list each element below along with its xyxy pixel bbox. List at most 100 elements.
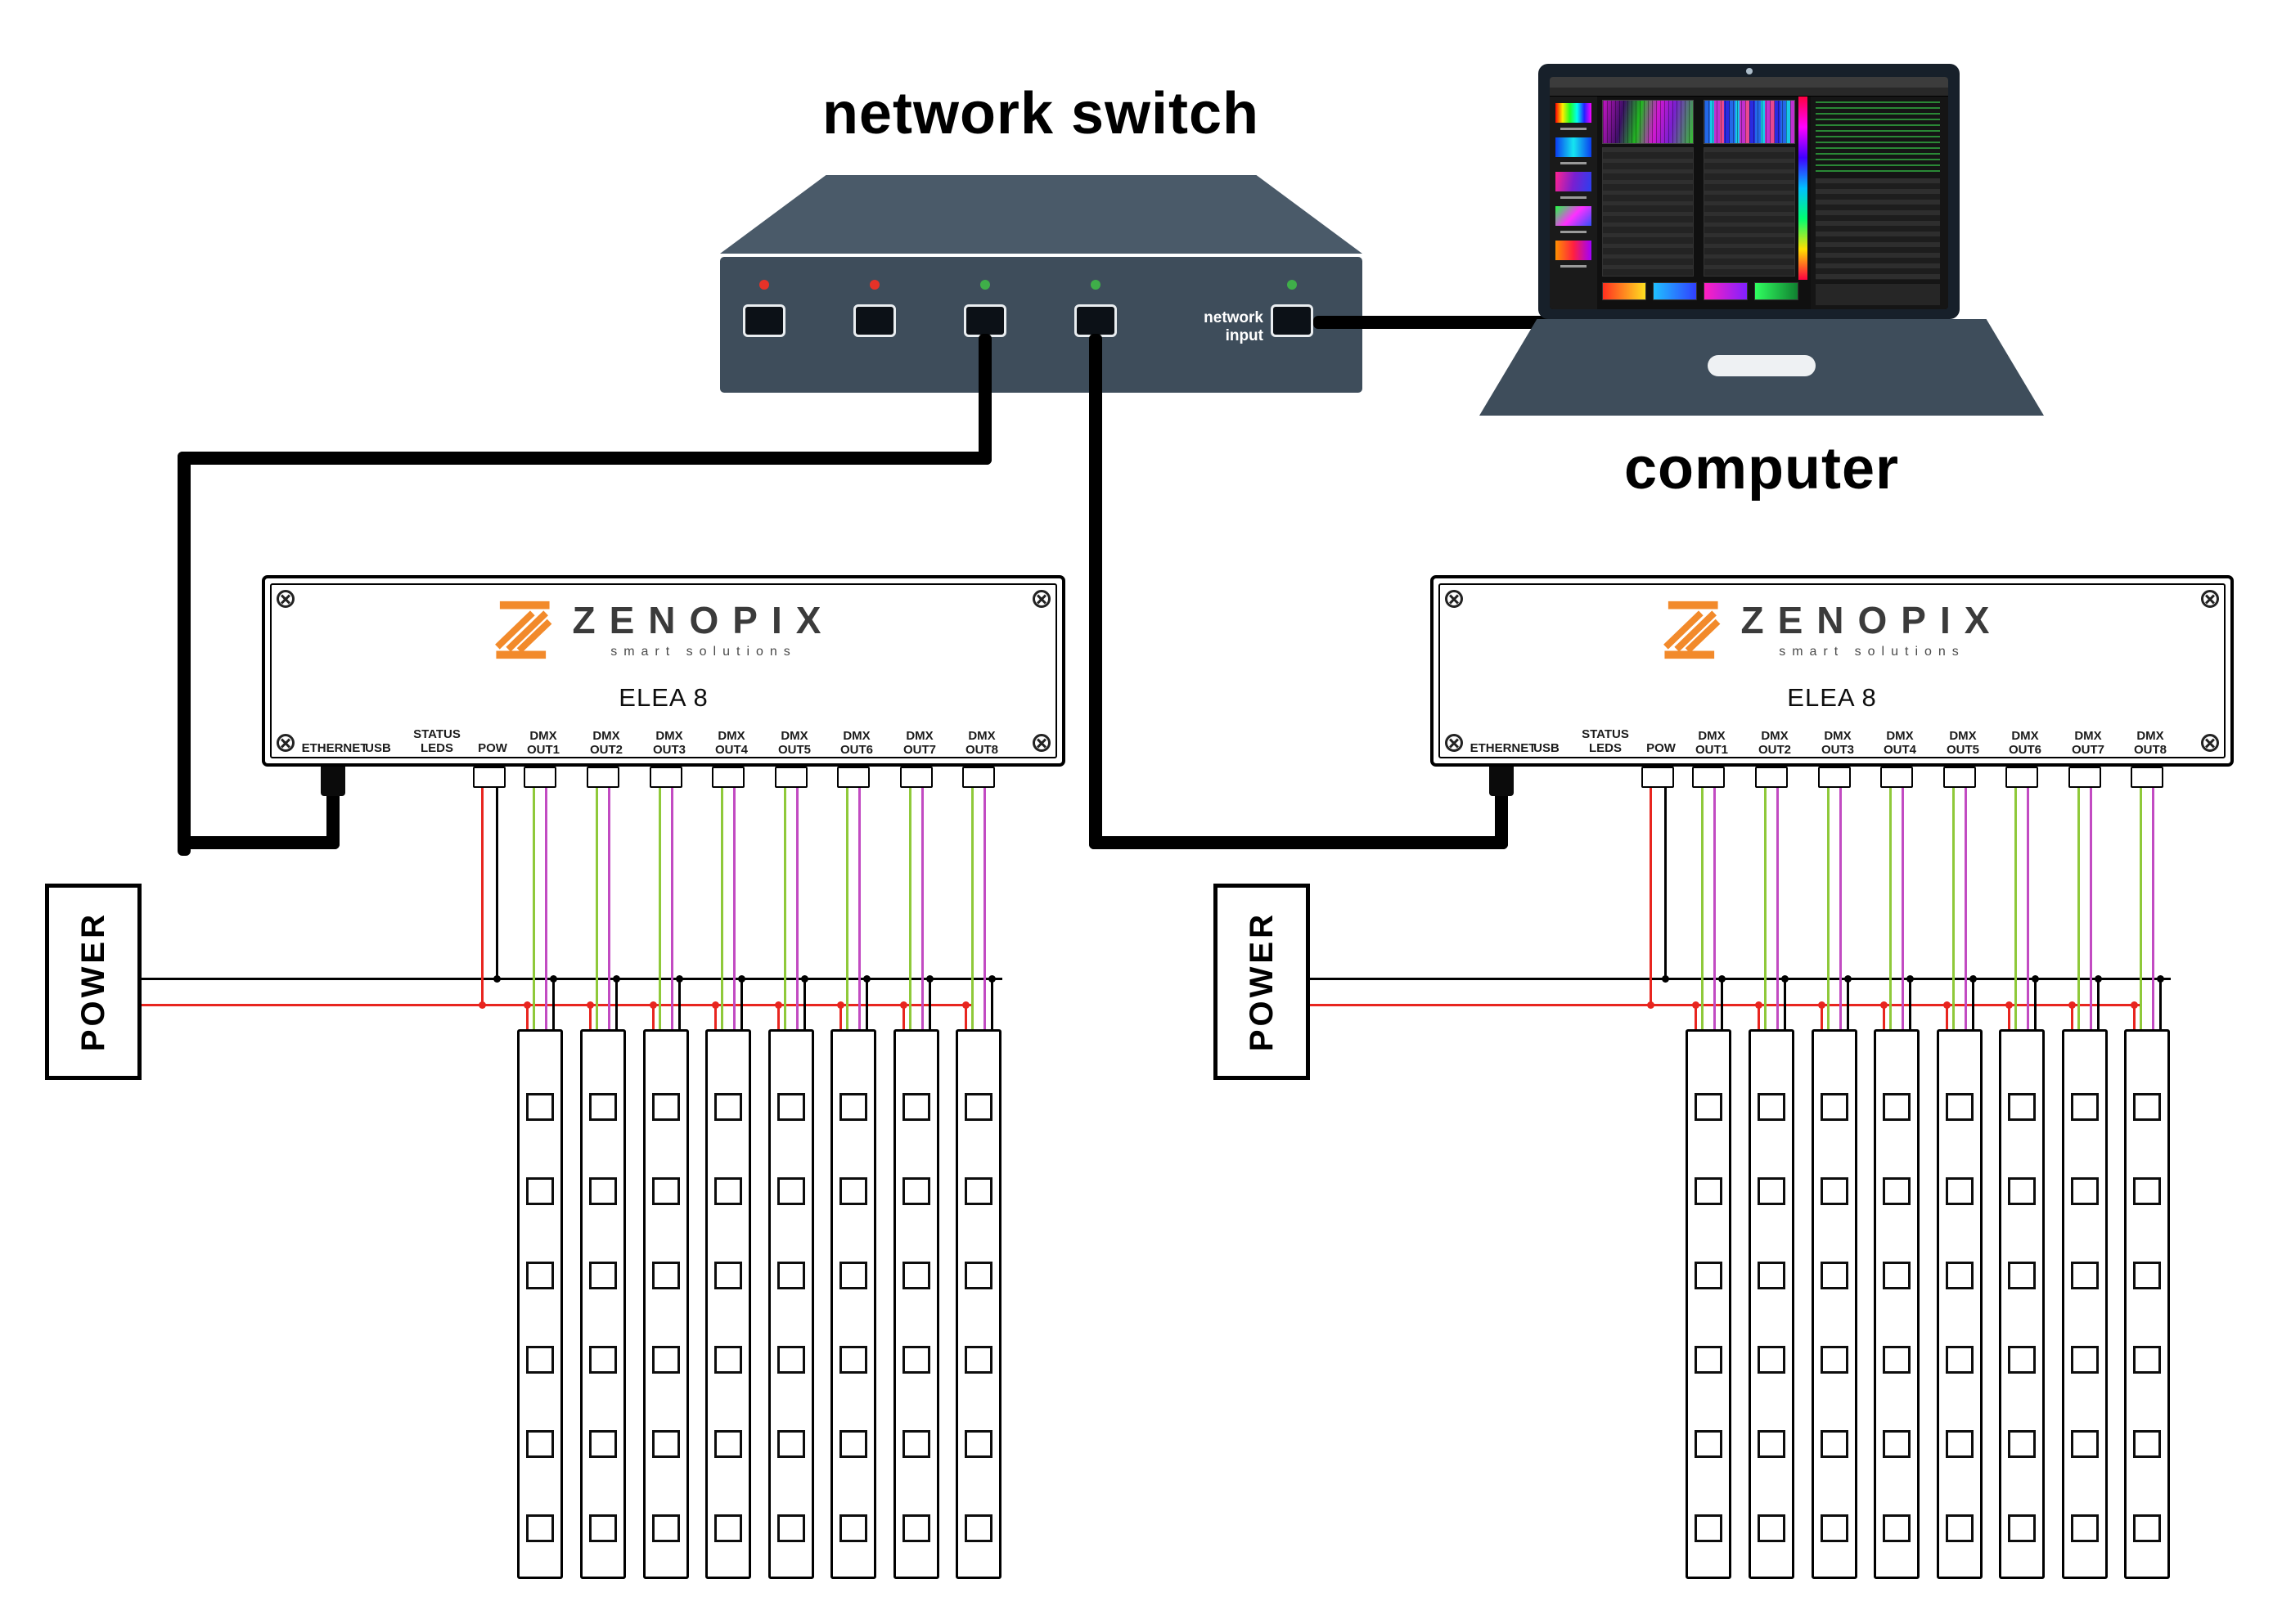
dmx-wire-green <box>784 788 786 1029</box>
dmx-wire-green <box>1701 788 1704 1029</box>
wire-junction-dot <box>479 1001 486 1009</box>
dmx-prefix: DMX <box>529 729 557 743</box>
elea8-controller: ZENOPIX smart solutions ELEA 8 ETHERNET … <box>1430 575 2234 767</box>
brand-name: ZENOPIX <box>572 598 835 641</box>
strip-power-red <box>1821 1004 1823 1029</box>
dmx-wire-magenta <box>921 788 924 1029</box>
screw <box>277 734 295 752</box>
switch-port-2 <box>853 304 896 337</box>
ethernet-cable-segment <box>1495 781 1508 849</box>
ethernet-cable-segment <box>1089 334 1102 849</box>
dmx-wire-magenta <box>733 788 736 1029</box>
strip-power-red <box>526 1004 529 1029</box>
dmx-prefix: DMX <box>2136 729 2164 743</box>
wire-junction-dot <box>2095 975 2102 983</box>
dmx-out-number: OUT5 <box>1946 742 1979 757</box>
dmx-out-number: OUT3 <box>652 742 686 757</box>
strip-power-red <box>1695 1004 1697 1029</box>
dmx-connector <box>650 767 682 788</box>
dmx-wire-magenta <box>1902 788 1904 1029</box>
wire-junction-dot <box>2157 975 2164 983</box>
port-label-pow: POW <box>1646 740 1676 755</box>
power-bus-red <box>1310 1004 2140 1006</box>
ethernet-cable-segment <box>178 452 992 465</box>
controller-group-2: POWER <box>1168 0 2291 1624</box>
strip-power-red <box>714 1004 717 1029</box>
dmx-out-number: OUT8 <box>965 742 998 757</box>
wire-junction-dot <box>1662 975 1669 983</box>
port-led-green <box>1287 280 1297 290</box>
strip-power-red <box>2008 1004 2010 1029</box>
led-strip <box>517 1029 563 1579</box>
ethernet-cable-to-computer <box>1313 316 1559 329</box>
brand-lockup: ZENOPIX smart solutions <box>1434 600 2230 660</box>
dmx-wire-green <box>1889 788 1892 1029</box>
led-strip <box>1749 1029 1794 1579</box>
dmx-wire-magenta <box>608 788 610 1029</box>
strip-power-black <box>740 978 743 1029</box>
led-strip <box>643 1029 689 1579</box>
port-label-status-leds: STATUS LEDS <box>1582 727 1629 755</box>
software-gradient-bar <box>1798 97 1807 280</box>
dmx-out-number: OUT1 <box>526 742 560 757</box>
ethernet-plug <box>1489 767 1514 796</box>
strip-power-red <box>1883 1004 1885 1029</box>
effect-thumbnail <box>1704 282 1748 300</box>
power-wire-red <box>1650 788 1652 1006</box>
port-label-ethernet: ETHERNET <box>301 740 368 755</box>
brand-texts: ZENOPIX smart solutions <box>1741 601 2004 659</box>
strip-power-black <box>2159 978 2162 1029</box>
screw <box>277 590 295 608</box>
power-bus-black <box>1310 978 2171 980</box>
strip-power-red <box>839 1004 842 1029</box>
dmx-connector <box>837 767 870 788</box>
wire-junction-dot <box>1692 1001 1699 1009</box>
strip-power-black <box>615 978 618 1029</box>
dmx-wire-green <box>596 788 598 1029</box>
effect-thumbnail <box>1555 172 1591 199</box>
software-control-panel <box>1704 147 1795 277</box>
strip-power-black <box>1847 978 1849 1029</box>
strip-power-red <box>2133 1004 2136 1029</box>
led-strip <box>893 1029 939 1579</box>
strip-power-red <box>965 1004 967 1029</box>
dmx-out-number: OUT6 <box>2008 742 2041 757</box>
led-strip <box>2124 1029 2170 1579</box>
dmx-connector <box>2131 767 2163 788</box>
dmx-prefix: DMX <box>655 729 683 743</box>
dmx-connector <box>2005 767 2038 788</box>
dmx-prefix: DMX <box>2011 729 2039 743</box>
dmx-prefix: DMX <box>843 729 871 743</box>
led-strip <box>830 1029 876 1579</box>
controller-group-1: POWER <box>0 0 1123 1624</box>
led-strip <box>705 1029 751 1579</box>
wire-junction-dot <box>837 1001 844 1009</box>
dmx-prefix: DMX <box>1698 729 1726 743</box>
dmx-connector <box>1692 767 1725 788</box>
port-led-red <box>870 280 880 290</box>
strip-power-black <box>866 978 868 1029</box>
network-switch: network input <box>720 257 1362 393</box>
wire-junction-dot <box>1755 1001 1762 1009</box>
strip-power-red <box>1758 1004 1760 1029</box>
dmx-out-number: OUT7 <box>902 742 936 757</box>
dmx-prefix: DMX <box>1886 729 1914 743</box>
dmx-out-number: OUT7 <box>2071 742 2104 757</box>
zenopix-logo-icon <box>1663 601 1720 659</box>
wire-junction-dot <box>587 1001 594 1009</box>
port-led-red <box>759 280 769 290</box>
port-label-ethernet: ETHERNET <box>1470 740 1537 755</box>
wire-junction-dot <box>1718 975 1726 983</box>
port-label-usb: USB <box>365 740 391 755</box>
dmx-wire-green <box>659 788 661 1029</box>
effect-thumbnail <box>1555 206 1591 233</box>
wire-junction-dot <box>2068 1001 2076 1009</box>
wire-junction-dot <box>900 1001 907 1009</box>
dmx-out-number: OUT1 <box>1695 742 1728 757</box>
power-wire-black <box>496 788 498 980</box>
